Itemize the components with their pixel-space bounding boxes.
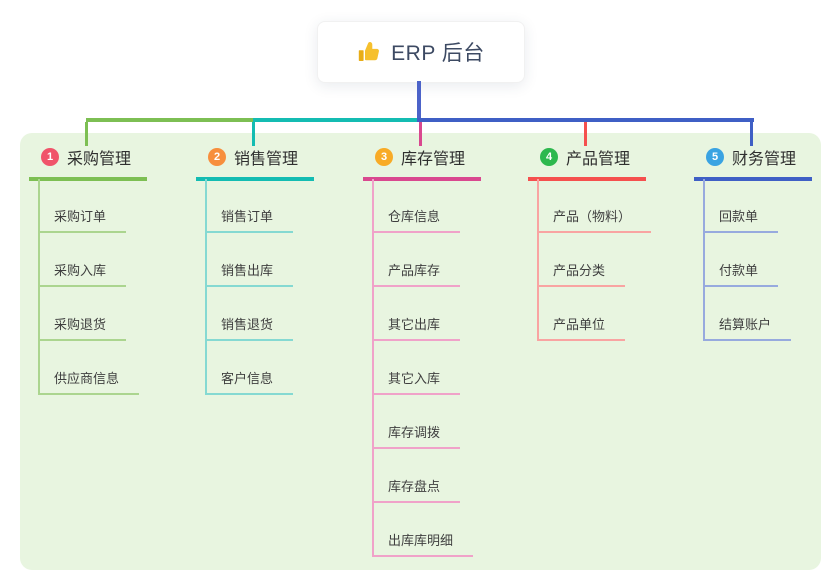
child-label: 采购入库 [54, 263, 107, 278]
child-node[interactable]: 其它入库 [374, 341, 461, 395]
child-label: 采购退货 [54, 317, 107, 332]
child-node[interactable]: 销售退货 [207, 287, 294, 341]
drop-line-branch-4 [584, 122, 587, 146]
branch-node-3[interactable]: 3 库存管理 [363, 145, 481, 181]
branch-node-4[interactable]: 4 产品管理 [528, 145, 646, 181]
branch-label: 销售管理 [234, 151, 299, 168]
drop-line-branch-1 [85, 122, 88, 146]
child-node[interactable]: 库存调拨 [374, 395, 461, 449]
child-node[interactable]: 产品单位 [539, 287, 626, 341]
child-label: 客户信息 [221, 371, 274, 386]
rail-segment-finance [417, 118, 754, 122]
child-label: 其它入库 [388, 371, 441, 386]
branch-children-1: 采购订单采购入库采购退货供应商信息 [38, 179, 140, 395]
child-node[interactable]: 采购入库 [40, 233, 127, 287]
child-node[interactable]: 销售出库 [207, 233, 294, 287]
branch-label: 产品管理 [566, 151, 631, 168]
child-node[interactable]: 产品（物料） [539, 179, 652, 233]
branch-label: 财务管理 [732, 151, 797, 168]
child-node[interactable]: 销售订单 [207, 179, 294, 233]
child-label: 销售订单 [221, 209, 274, 224]
child-label: 仓库信息 [388, 209, 441, 224]
branch-node-5[interactable]: 5 财务管理 [694, 145, 812, 181]
child-node[interactable]: 库存盘点 [374, 449, 461, 503]
child-label: 销售出库 [221, 263, 274, 278]
child-node[interactable]: 采购订单 [40, 179, 127, 233]
child-node[interactable]: 客户信息 [207, 341, 294, 395]
branch-label: 采购管理 [67, 151, 132, 168]
child-node[interactable]: 供应商信息 [40, 341, 140, 395]
child-label: 库存调拨 [388, 425, 441, 440]
mindmap-panel [20, 133, 821, 570]
child-label: 结算账户 [719, 317, 772, 332]
child-label: 产品库存 [388, 263, 441, 278]
branch-badge-5: 5 [706, 148, 724, 166]
child-node[interactable]: 付款单 [705, 233, 779, 287]
child-label: 产品单位 [553, 317, 606, 332]
child-label: 采购订单 [54, 209, 107, 224]
child-node[interactable]: 出库库明细 [374, 503, 474, 557]
drop-line-branch-2 [252, 122, 255, 146]
branch-children-3: 仓库信息产品库存其它出库其它入库库存调拨库存盘点出库库明细 [372, 179, 474, 557]
child-label: 其它出库 [388, 317, 441, 332]
child-label: 销售退货 [221, 317, 274, 332]
branch-badge-1: 1 [41, 148, 59, 166]
child-label: 出库库明细 [388, 533, 454, 548]
child-label: 库存盘点 [388, 479, 441, 494]
child-node[interactable]: 产品库存 [374, 233, 461, 287]
rail-segment-sales [253, 118, 419, 122]
child-node[interactable]: 其它出库 [374, 287, 461, 341]
branch-badge-4: 4 [540, 148, 558, 166]
drop-line-branch-5 [750, 122, 753, 146]
child-label: 供应商信息 [54, 371, 120, 386]
branch-node-1[interactable]: 1 采购管理 [29, 145, 147, 181]
branch-children-4: 产品（物料） 产品分类产品单位 [537, 179, 652, 341]
root-title: ERP 后台 [391, 42, 485, 65]
rail-segment-purchase [86, 118, 253, 122]
child-label: 回款单 [719, 209, 759, 224]
branch-children-2: 销售订单销售出库销售退货客户信息 [205, 179, 294, 395]
child-node[interactable]: 产品分类 [539, 233, 626, 287]
child-node[interactable]: 回款单 [705, 179, 779, 233]
child-label: 产品（物料） [553, 209, 632, 224]
branch-badge-2: 2 [208, 148, 226, 166]
branch-node-2[interactable]: 2 销售管理 [196, 145, 314, 181]
branch-badge-3: 3 [375, 148, 393, 166]
child-label: 产品分类 [553, 263, 606, 278]
root-node-erp[interactable]: ERP 后台 [317, 21, 525, 83]
branch-children-5: 回款单付款单结算账户 [703, 179, 792, 341]
thumbs-up-icon [357, 40, 381, 64]
root-connector-line [417, 81, 421, 122]
child-node[interactable]: 采购退货 [40, 287, 127, 341]
child-node[interactable]: 仓库信息 [374, 179, 461, 233]
child-node[interactable]: 结算账户 [705, 287, 792, 341]
drop-line-branch-3 [419, 122, 422, 146]
branch-label: 库存管理 [401, 151, 466, 168]
child-label: 付款单 [719, 263, 759, 278]
